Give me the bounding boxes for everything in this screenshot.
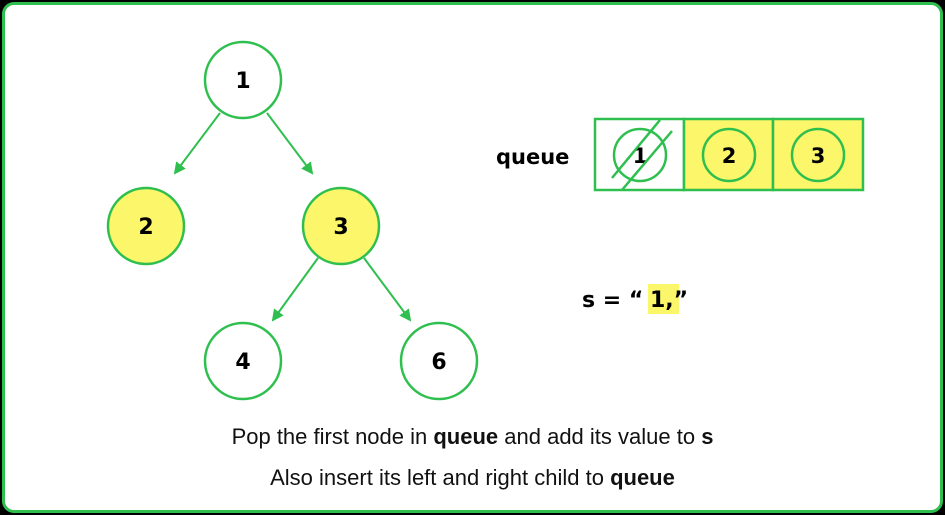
caption-line-2: Also insert its left and right child to …	[0, 465, 945, 491]
tree-node-2: 2	[106, 186, 186, 266]
tree-node-4-label: 4	[235, 350, 250, 375]
tree-node-4: 4	[203, 321, 283, 401]
s-prefix: s = “	[582, 288, 643, 313]
tree-node-1-label: 1	[235, 69, 250, 94]
strike-line-1	[611, 119, 661, 179]
caption-line-1-part1: Pop the first node in	[231, 424, 434, 449]
queue-item-3-label: 3	[811, 144, 826, 168]
tree-node-3-label: 3	[333, 215, 348, 240]
s-expression: s = “ 1,”	[582, 288, 688, 313]
caption-line-1-s: s	[701, 424, 714, 449]
caption-line-2-part1: Also insert its left and right child to	[270, 465, 611, 490]
tree-node-1: 1	[203, 40, 283, 120]
s-value: 1,	[650, 288, 674, 313]
queue-box: 1 2 3	[593, 117, 865, 192]
tree-node-3: 3	[301, 186, 381, 266]
edge-3-6	[363, 257, 412, 322]
queue-item-2	[701, 127, 757, 183]
queue-item-1	[612, 127, 668, 183]
queue-label: queue	[496, 145, 569, 169]
queue-item-3	[790, 127, 846, 183]
caption-line-1-part2: and add its value to	[498, 424, 702, 449]
s-suffix: ”	[674, 288, 688, 313]
caption-line-1: Pop the first node in queue and add its …	[0, 424, 945, 450]
edge-3-4	[271, 257, 319, 322]
caption-line-1-queue: queue	[433, 424, 499, 449]
strike-line-2	[621, 130, 673, 191]
edge-1-2	[173, 112, 221, 175]
s-value-highlight	[648, 284, 679, 314]
edge-1-3	[266, 112, 314, 175]
tree-node-6-label: 6	[431, 350, 446, 375]
tree-node-6: 6	[399, 321, 479, 401]
queue-item-2-label: 2	[722, 144, 737, 168]
tree-node-2-label: 2	[138, 215, 153, 240]
caption-line-2-queue: queue	[610, 465, 675, 490]
